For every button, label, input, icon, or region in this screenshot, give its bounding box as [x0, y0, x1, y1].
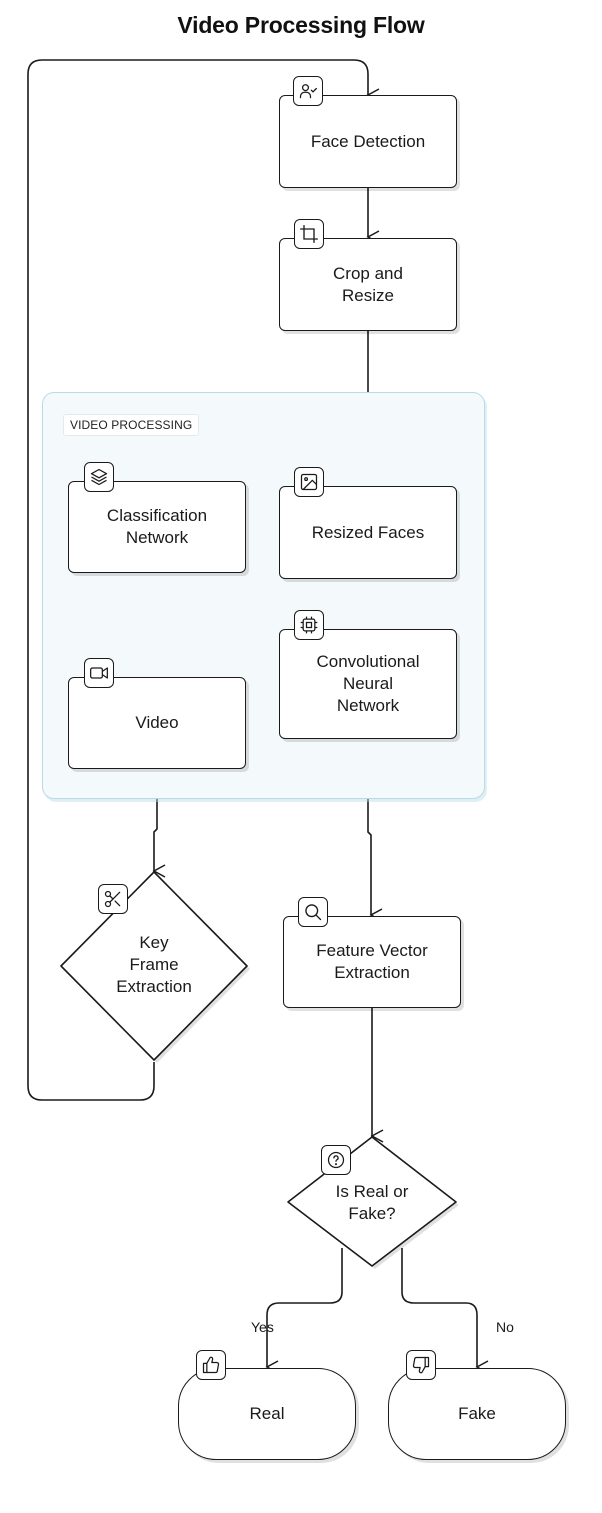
node-label-line: Convolutional [316, 652, 420, 671]
node-video[interactable]: Video [68, 677, 246, 769]
node-label: Fake [458, 1404, 496, 1423]
thumbs-up-icon [196, 1350, 226, 1380]
node-label-line: Feature Vector [316, 941, 428, 960]
edge-decision-to-fake [401, 1248, 489, 1374]
node-label-line: Neural [342, 674, 394, 693]
node-feature-vector-extraction[interactable]: Feature Vector Extraction [283, 916, 461, 1008]
key-frame-label: Key Frame Extraction [84, 932, 224, 998]
edge-decision-to-real [265, 1248, 343, 1374]
node-label: Video [135, 713, 179, 732]
node-label: Resized Faces [311, 522, 425, 542]
edge-label-no: No [496, 1319, 514, 1335]
node-resized-faces[interactable]: Resized Faces [279, 486, 457, 579]
thumbs-down-icon [406, 1350, 436, 1380]
decision-label: Is Real or Fake? [312, 1181, 432, 1225]
node-crop-resize[interactable]: Crop and Resize [279, 238, 457, 331]
node-label-line: Extraction [334, 963, 410, 982]
node-label-line: Resize [342, 285, 394, 305]
node-real[interactable]: Real [178, 1368, 356, 1460]
node-label-line: Fake? [348, 1204, 396, 1223]
node-label-line: Network [336, 696, 400, 715]
node-face-detection[interactable]: Face Detection [279, 95, 457, 188]
question-circle-icon [321, 1145, 351, 1175]
image-icon [294, 467, 324, 497]
node-label-line: Key [139, 933, 169, 952]
edge-label-yes: Yes [251, 1319, 274, 1335]
node-convolutional-neural-network[interactable]: Convolutional Neural Network [279, 629, 457, 739]
user-check-icon [293, 76, 323, 106]
node-classification-network[interactable]: Classification Network [68, 481, 246, 573]
node-label-line: Is Real or [335, 1182, 409, 1201]
node-fake[interactable]: Fake [388, 1368, 566, 1460]
node-label: Face Detection [310, 131, 426, 151]
edge-video-to-keyframe [152, 770, 166, 878]
crop-icon [294, 219, 324, 249]
node-label-line: Extraction [116, 977, 192, 996]
cpu-chip-icon [294, 610, 324, 640]
layers-icon [84, 462, 114, 492]
decision-diamond[interactable] [287, 1136, 457, 1267]
scissors-icon [98, 884, 128, 914]
node-label: Real [249, 1404, 285, 1423]
edge-keyframe-to-face-detection [27, 59, 380, 1101]
node-label-line: Crop and [333, 263, 403, 283]
video-camera-icon [84, 658, 114, 688]
search-icon [298, 897, 328, 927]
diagram-title: Video Processing Flow [177, 12, 425, 38]
node-label-line: Classification [106, 506, 208, 525]
node-label-line: Network [125, 528, 189, 547]
key-frame-diamond[interactable] [60, 871, 248, 1061]
node-label-line: Frame [129, 955, 179, 974]
group-label: VIDEO PROCESSING [63, 414, 200, 436]
